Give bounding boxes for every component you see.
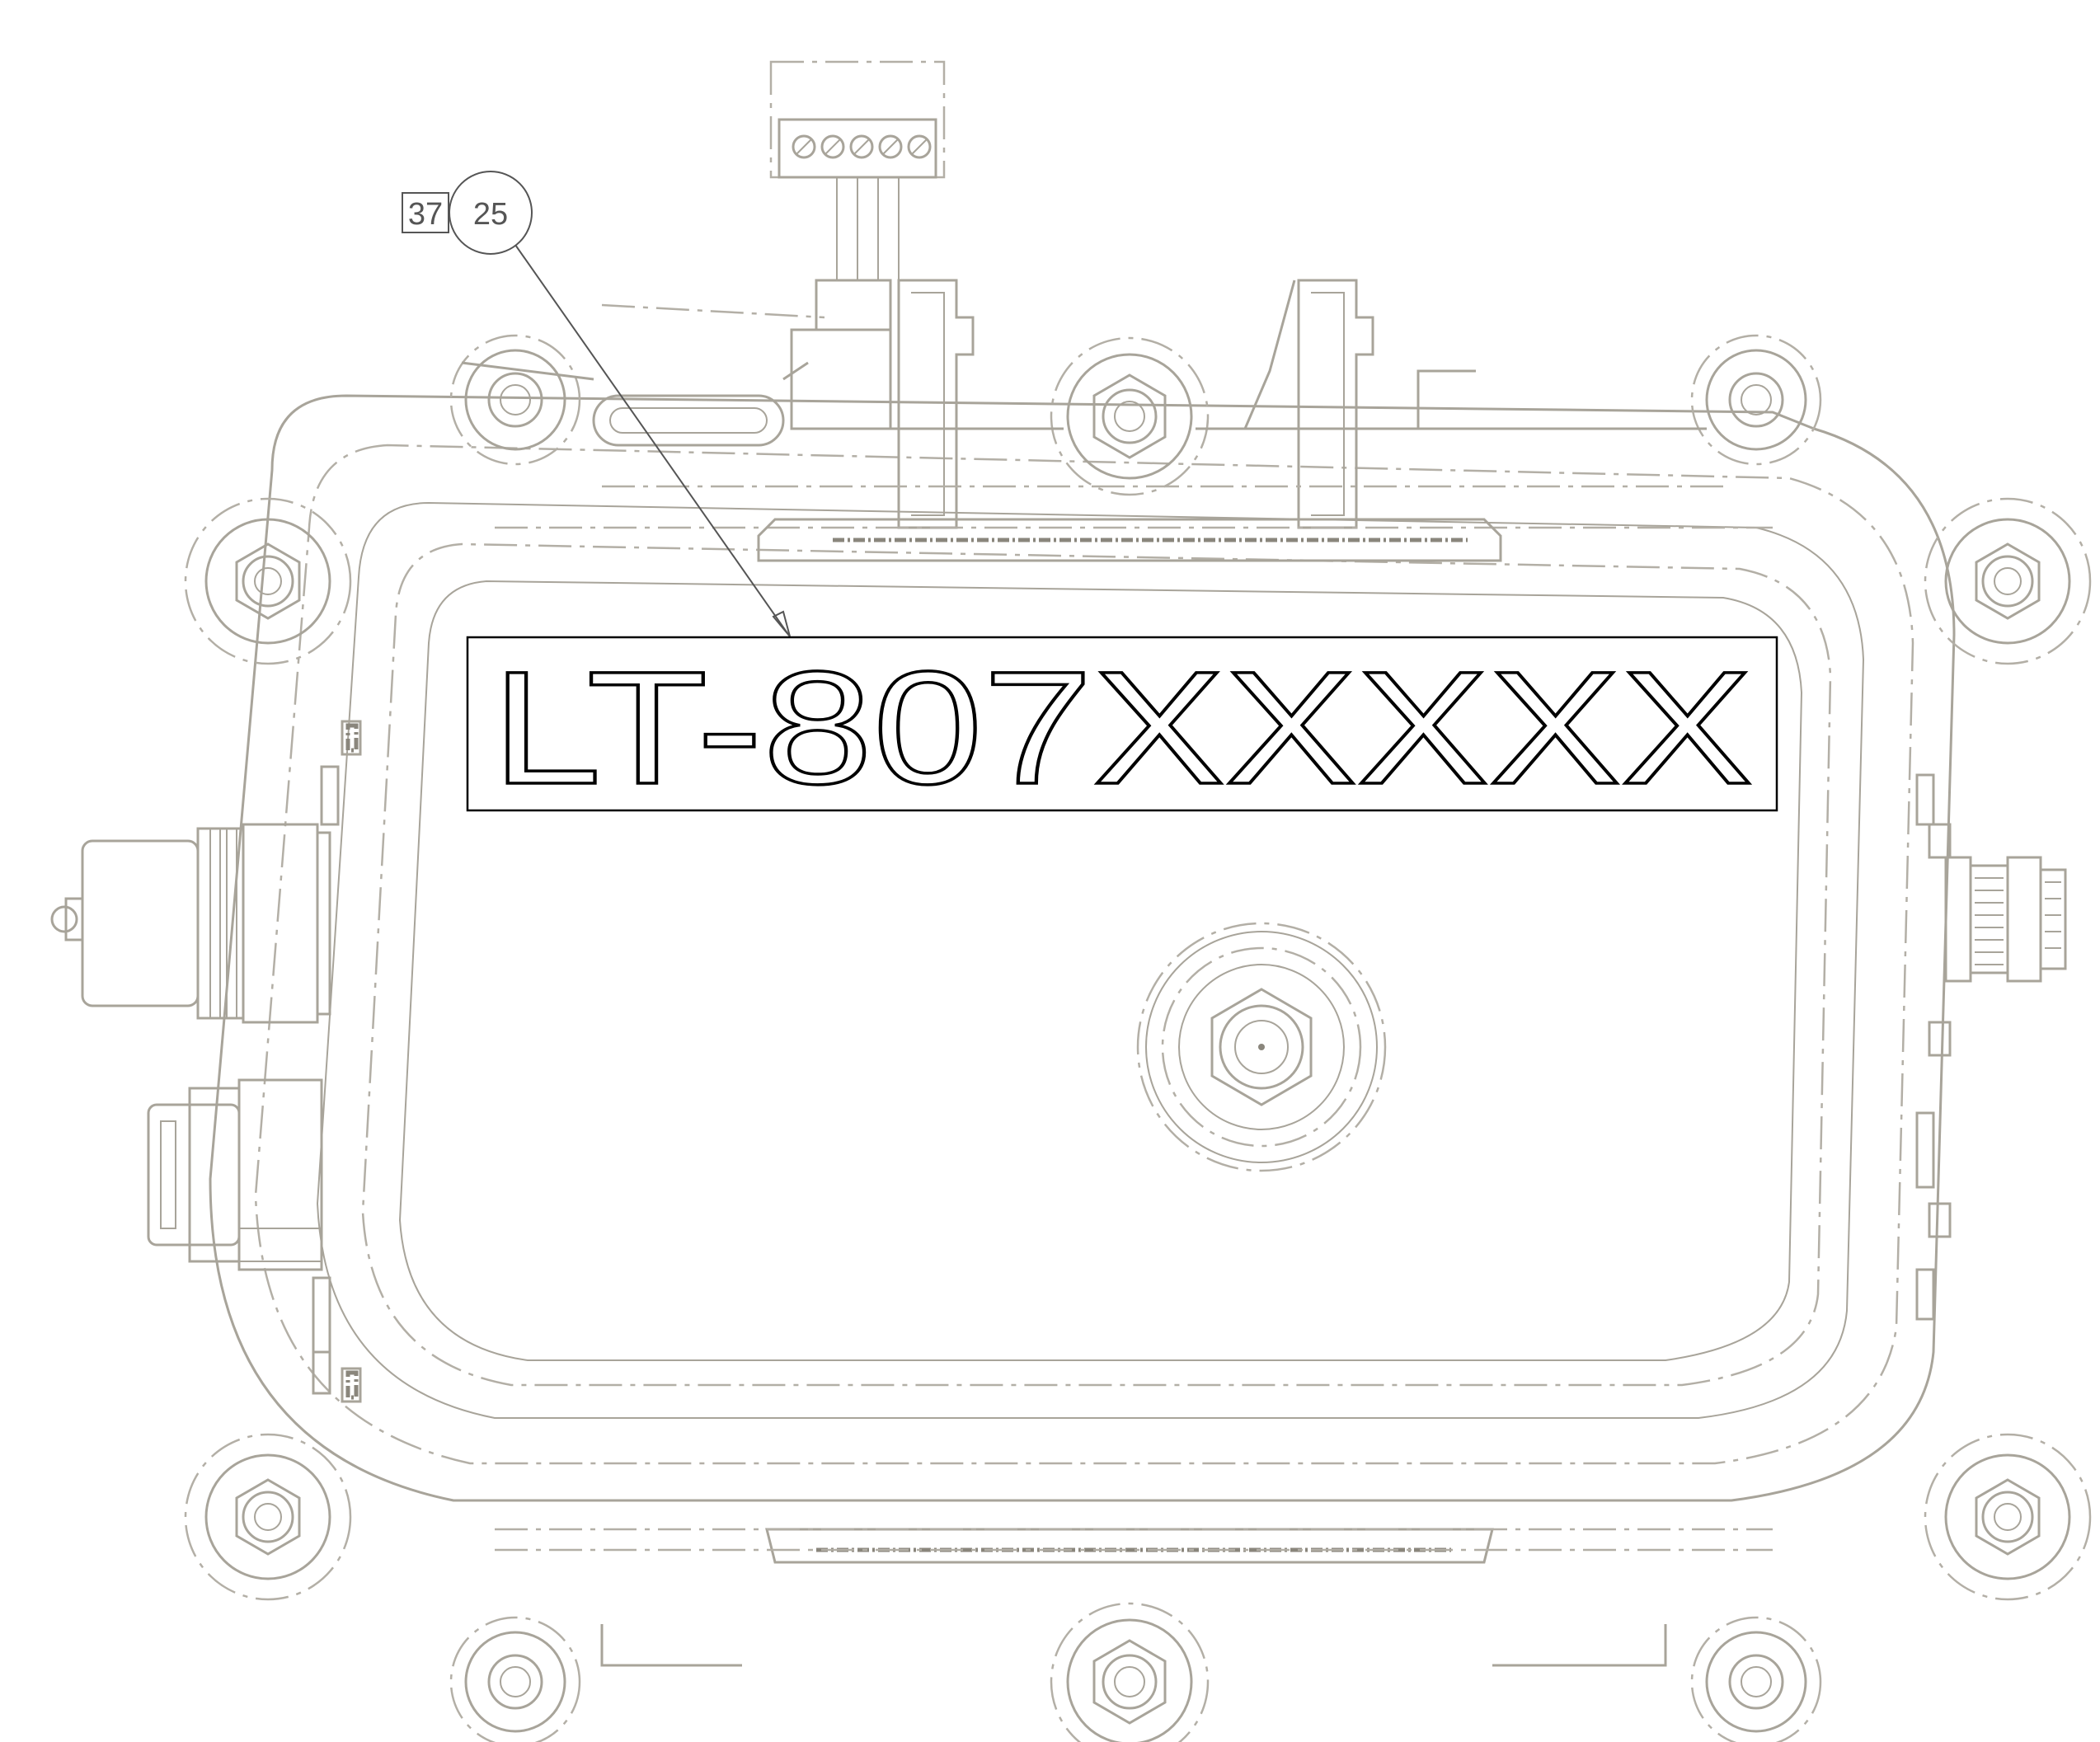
mounting-boss-bottom-center bbox=[1050, 1602, 1210, 1742]
callout-item-number: 25 bbox=[473, 197, 508, 232]
mounting-boss-bottom-left-corner bbox=[449, 1616, 581, 1742]
top-rim bbox=[495, 303, 1773, 562]
mounting-boss-left-bottom bbox=[184, 1433, 352, 1601]
terminal-block-connector bbox=[769, 60, 946, 430]
callout-quantity: 37 bbox=[408, 197, 443, 232]
bottom-rim bbox=[495, 1528, 1773, 1667]
callout-arrowhead bbox=[772, 610, 791, 637]
mounting-boss-top-right-corner bbox=[1690, 334, 1822, 466]
mounting-boss-left-top bbox=[184, 497, 352, 665]
mounting-boss-right-bottom bbox=[1924, 1433, 2092, 1601]
part-label-text: LT-807XXXXX bbox=[491, 638, 1753, 818]
threaded-fitting-right bbox=[1944, 856, 2067, 983]
callout-item-circle bbox=[449, 171, 533, 255]
right-side-latches bbox=[1915, 773, 1952, 1321]
callout-balloon: 37 25 bbox=[402, 171, 791, 637]
top-clip-right bbox=[1243, 279, 1374, 529]
part-label-plate: LT-807XXXXX bbox=[466, 636, 1778, 819]
mounting-boss-right-top bbox=[1924, 497, 2092, 665]
cable-gland-left-lower bbox=[147, 1078, 331, 1395]
mounting-boss-bottom-right-corner bbox=[1690, 1616, 1822, 1742]
left-side-latches bbox=[320, 720, 362, 1403]
mounting-boss-top-left-corner bbox=[449, 334, 581, 466]
cable-gland-left-upper bbox=[50, 823, 331, 1024]
top-slot bbox=[461, 361, 809, 447]
center-vent bbox=[1136, 922, 1387, 1172]
callout-leader-line bbox=[514, 244, 788, 634]
enclosure-outline bbox=[209, 394, 1956, 1502]
mounting-boss-top-center bbox=[1050, 336, 1210, 496]
